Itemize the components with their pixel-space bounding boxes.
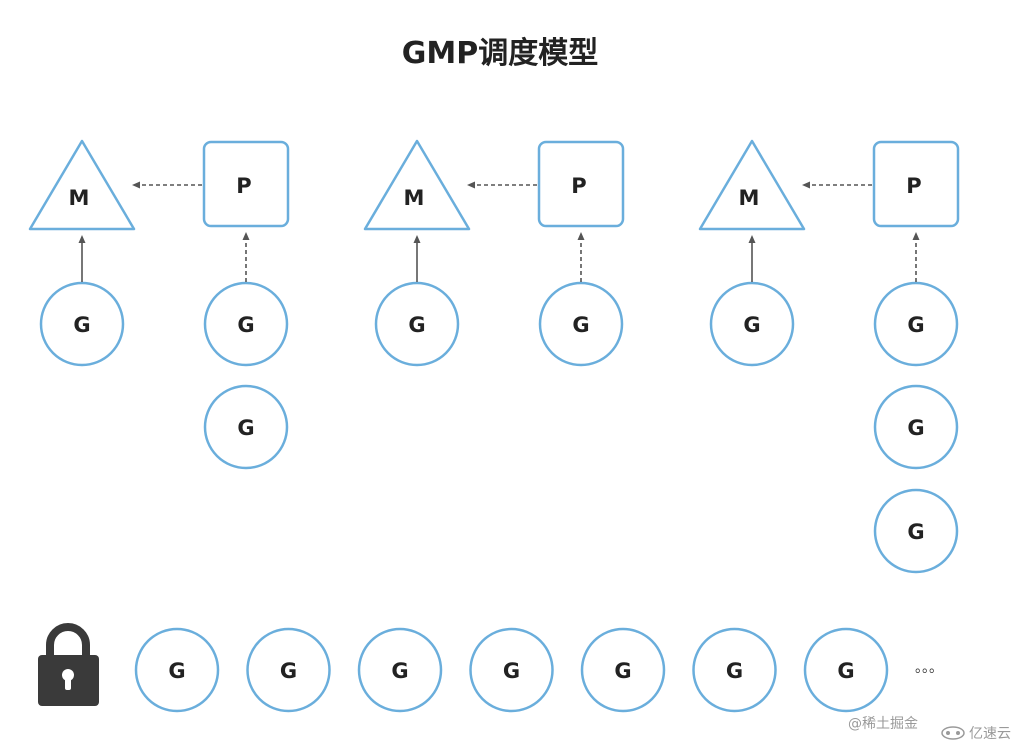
group-3: M P G G G G	[698, 139, 960, 574]
machine-triangle	[363, 139, 471, 231]
queued-goroutine: G	[873, 488, 959, 574]
goroutine-label: G	[73, 313, 90, 337]
cloud-logo-icon	[941, 726, 965, 740]
goroutine-circle	[709, 281, 795, 367]
queued-goroutine: G	[203, 281, 289, 367]
goroutine-circle	[203, 384, 289, 470]
processor-square	[872, 140, 960, 228]
group-2: M P G G	[363, 139, 625, 367]
global-queue-goroutine: G	[580, 627, 666, 713]
processor-label: P	[571, 174, 586, 198]
goroutine-label: G	[907, 520, 924, 544]
goroutine-circle	[580, 627, 666, 713]
watermark-yisu: 亿速云	[941, 726, 1011, 742]
machine-triangle	[28, 139, 136, 231]
global-queue-goroutine: G	[357, 627, 443, 713]
goroutine-label: G	[907, 313, 924, 337]
lock-shackle	[46, 623, 90, 658]
goroutine-circle	[134, 627, 220, 713]
goroutine-label: G	[280, 659, 297, 683]
processor-p: P	[872, 140, 960, 228]
machine-label: M	[404, 186, 425, 210]
group-1: M P G G G	[28, 139, 290, 470]
goroutine-circle	[873, 281, 959, 367]
goroutine-circle	[873, 384, 959, 470]
processor-square	[202, 140, 290, 228]
global-queue-goroutine: G	[134, 627, 220, 713]
processor-square	[537, 140, 625, 228]
global-queue-goroutine: G	[246, 627, 331, 713]
goroutine-circle	[203, 281, 289, 367]
machine-label: M	[69, 186, 90, 210]
goroutine-label: G	[503, 659, 520, 683]
machine-m: M	[28, 139, 136, 231]
gmp-groups: M P G G G M P G G M P G G G G	[28, 139, 960, 574]
machine-triangle	[698, 139, 806, 231]
goroutine-circle	[39, 281, 125, 367]
queued-goroutine: G	[203, 384, 289, 470]
queued-goroutine: G	[538, 281, 624, 367]
goroutine-label: G	[837, 659, 854, 683]
goroutine-circle	[246, 627, 331, 713]
goroutine-label: G	[408, 313, 425, 337]
machine-label: M	[739, 186, 760, 210]
diagram-title: GMP调度模型	[402, 36, 598, 71]
lock-icon	[38, 623, 99, 706]
processor-p: P	[537, 140, 625, 228]
machine-m: M	[698, 139, 806, 231]
goroutine-label: G	[237, 313, 254, 337]
goroutine-label: G	[907, 416, 924, 440]
processor-label: P	[906, 174, 921, 198]
goroutine-label: G	[614, 659, 631, 683]
running-goroutine: G	[709, 281, 795, 367]
running-goroutine: G	[374, 281, 460, 367]
goroutine-label: G	[237, 416, 254, 440]
lock-keyhole-slot	[65, 676, 71, 690]
queued-goroutine: G	[873, 384, 959, 470]
goroutine-circle	[538, 281, 624, 367]
goroutine-label: G	[168, 659, 185, 683]
running-goroutine: G	[39, 281, 125, 367]
goroutine-label: G	[391, 659, 408, 683]
global-queue-ellipsis: 。。。	[915, 660, 943, 676]
goroutine-circle	[374, 281, 460, 367]
goroutine-circle	[873, 488, 959, 574]
goroutine-circle	[692, 627, 777, 713]
goroutine-circle	[803, 627, 889, 713]
global-queue: G G G G G G G 。。。	[38, 623, 943, 713]
goroutine-label: G	[572, 313, 589, 337]
global-queue-goroutine: G	[469, 627, 554, 713]
machine-m: M	[363, 139, 471, 231]
watermark-yisu-text: 亿速云	[969, 726, 1011, 742]
queued-goroutine: G	[873, 281, 959, 367]
goroutine-label: G	[743, 313, 760, 337]
goroutine-circle	[469, 627, 554, 713]
processor-p: P	[202, 140, 290, 228]
watermark-juejin: @稀土掘金	[848, 716, 918, 732]
goroutine-circle	[357, 627, 443, 713]
processor-label: P	[236, 174, 251, 198]
goroutine-label: G	[726, 659, 743, 683]
global-queue-goroutine: G	[803, 627, 889, 713]
global-queue-goroutine: G	[692, 627, 777, 713]
